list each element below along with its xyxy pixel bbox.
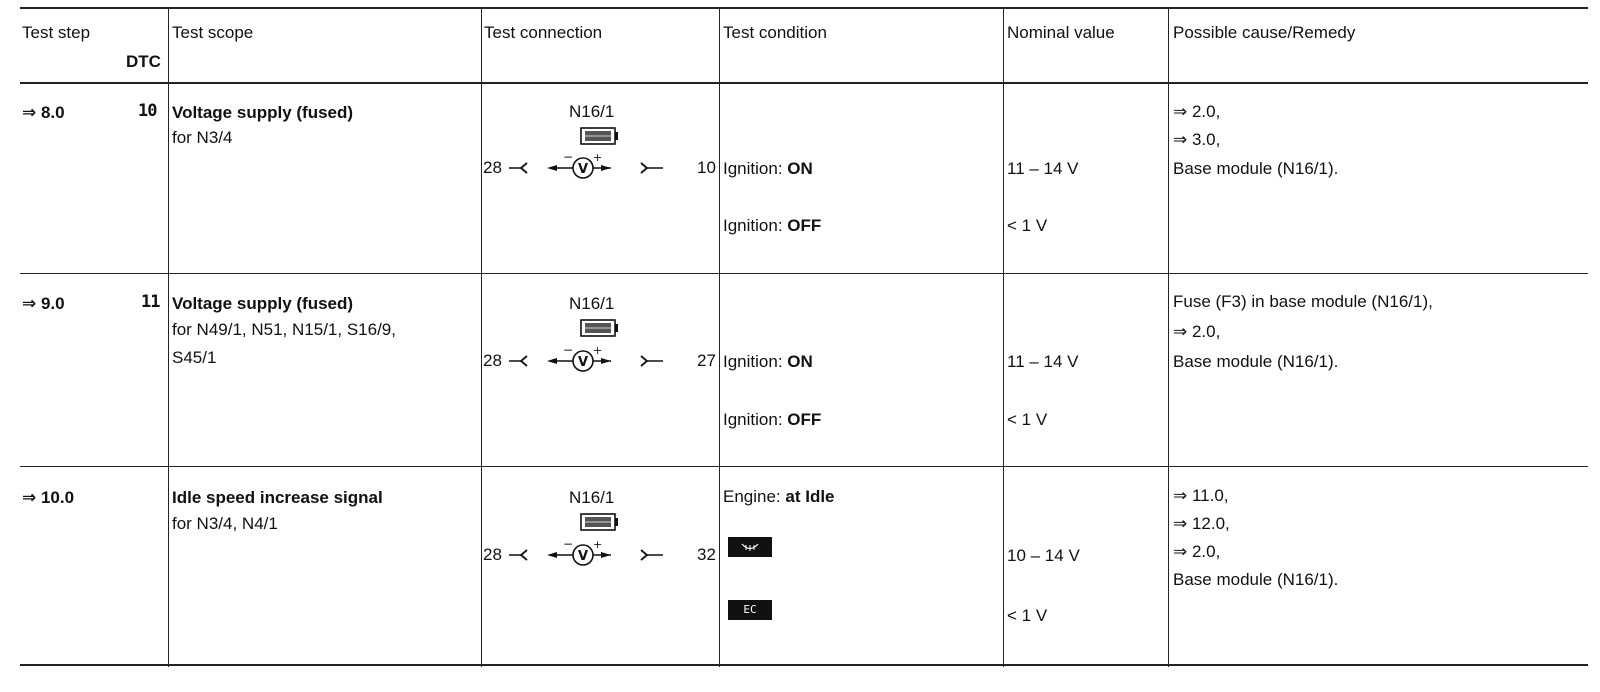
- svg-text:−: −: [563, 150, 573, 164]
- remedy-line: ⇒ 11.0,: [1173, 486, 1229, 505]
- nominal-value: 10 – 14 V: [1007, 546, 1080, 565]
- svg-text:−: −: [563, 343, 573, 357]
- voltmeter-probe-icon: − V +: [509, 343, 663, 372]
- header-test-condition: Test condition: [723, 23, 827, 42]
- pin-left: 28: [483, 351, 502, 370]
- header-cause-remedy: Possible cause/Remedy: [1173, 23, 1356, 42]
- test-scope-line: for N3/4, N4/1: [172, 514, 278, 533]
- test-scope-line: for N3/4: [172, 128, 233, 147]
- connector-icon: [580, 513, 618, 531]
- voltmeter-probe-icon: − V +: [509, 537, 663, 566]
- voltmeter-connection-diagram: N16/1 28 10 − V +: [481, 96, 721, 179]
- condition-label: Ignition: ON: [723, 352, 813, 371]
- header-test-scope: Test scope: [172, 23, 254, 42]
- table-bottom-rule: [20, 664, 1588, 666]
- svg-text:+: +: [593, 538, 602, 551]
- condition-label: Ignition: ON: [723, 159, 813, 178]
- pin-right: 10: [697, 158, 716, 177]
- row-divider: [20, 466, 1588, 467]
- test-scope-line: S45/1: [172, 348, 217, 367]
- remedy-line: Base module (N16/1).: [1173, 159, 1339, 178]
- column-divider: [1168, 7, 1169, 667]
- column-divider: [1003, 7, 1004, 667]
- module-label: N16/1: [569, 102, 615, 121]
- test-step-number: ⇒ 8.0: [22, 103, 65, 122]
- remedy-line: Base module (N16/1).: [1173, 352, 1339, 371]
- header-test-step: Test step: [22, 23, 91, 42]
- header-bottom-rule: [20, 82, 1588, 84]
- column-divider: [168, 7, 169, 667]
- svg-text:+: +: [593, 151, 602, 164]
- remedy-line: ⇒ 2.0,: [1173, 322, 1221, 341]
- header-dtc: DTC: [126, 52, 161, 71]
- header-test-connection: Test connection: [484, 23, 603, 42]
- condition-label: Engine: at Idle: [723, 487, 835, 506]
- pin-left: 28: [483, 158, 502, 177]
- remedy-line: ⇒ 3.0,: [1173, 130, 1221, 149]
- column-divider: [481, 7, 482, 667]
- condition-label: Ignition: OFF: [723, 410, 822, 429]
- condition-label: Ignition: OFF: [723, 216, 822, 235]
- nominal-value: 11 – 14 V: [1007, 352, 1079, 371]
- connector-icon: [580, 127, 618, 145]
- test-scope-title: Voltage supply (fused): [172, 294, 354, 313]
- remedy-line: ⇒ 12.0,: [1173, 514, 1230, 533]
- remedy-line: Fuse (F3) in base module (N16/1),: [1173, 292, 1433, 311]
- test-scope-title: Idle speed increase signal: [172, 488, 383, 507]
- pin-right: 27: [697, 351, 716, 370]
- test-scope-line: for N49/1, N51, N15/1, S16/9,: [172, 320, 396, 339]
- voltmeter-connection-diagram: N16/1 28 32 − V +: [481, 482, 721, 566]
- module-label: N16/1: [569, 488, 615, 507]
- connector-icon: [580, 319, 618, 337]
- nominal-value: < 1 V: [1007, 216, 1048, 235]
- svg-text:−: −: [563, 537, 573, 551]
- row-divider: [20, 273, 1588, 274]
- voltmeter-probe-icon: − V +: [509, 150, 663, 179]
- table-top-rule: [20, 7, 1588, 9]
- ec-key-icon: EC: [728, 600, 772, 620]
- svg-text:+: +: [593, 344, 602, 357]
- voltmeter-connection-diagram: N16/1 28 27 − V +: [481, 288, 721, 372]
- dtc-code: 11: [141, 292, 161, 312]
- remedy-line: ⇒ 2.0,: [1173, 542, 1221, 561]
- test-scope-title: Voltage supply (fused): [172, 103, 354, 122]
- column-divider: [719, 7, 720, 667]
- remedy-line: Base module (N16/1).: [1173, 570, 1339, 589]
- svg-text:V: V: [578, 162, 588, 177]
- test-step-number: ⇒ 9.0: [22, 294, 65, 313]
- pin-right: 32: [697, 545, 716, 564]
- remedy-line: ⇒ 2.0,: [1173, 102, 1221, 121]
- header-nominal-value: Nominal value: [1007, 23, 1115, 42]
- nominal-value: < 1 V: [1007, 606, 1048, 625]
- test-step-number: ⇒ 10.0: [22, 488, 75, 507]
- svg-text:V: V: [578, 549, 588, 564]
- dtc-code: 10: [138, 101, 158, 121]
- defrost-key-icon: [728, 537, 772, 557]
- pin-left: 28: [483, 545, 502, 564]
- svg-text:V: V: [578, 355, 588, 370]
- defrost-symbol-icon: [741, 543, 759, 551]
- nominal-value: < 1 V: [1007, 410, 1048, 429]
- module-label: N16/1: [569, 294, 615, 313]
- nominal-value: 11 – 14 V: [1007, 159, 1079, 178]
